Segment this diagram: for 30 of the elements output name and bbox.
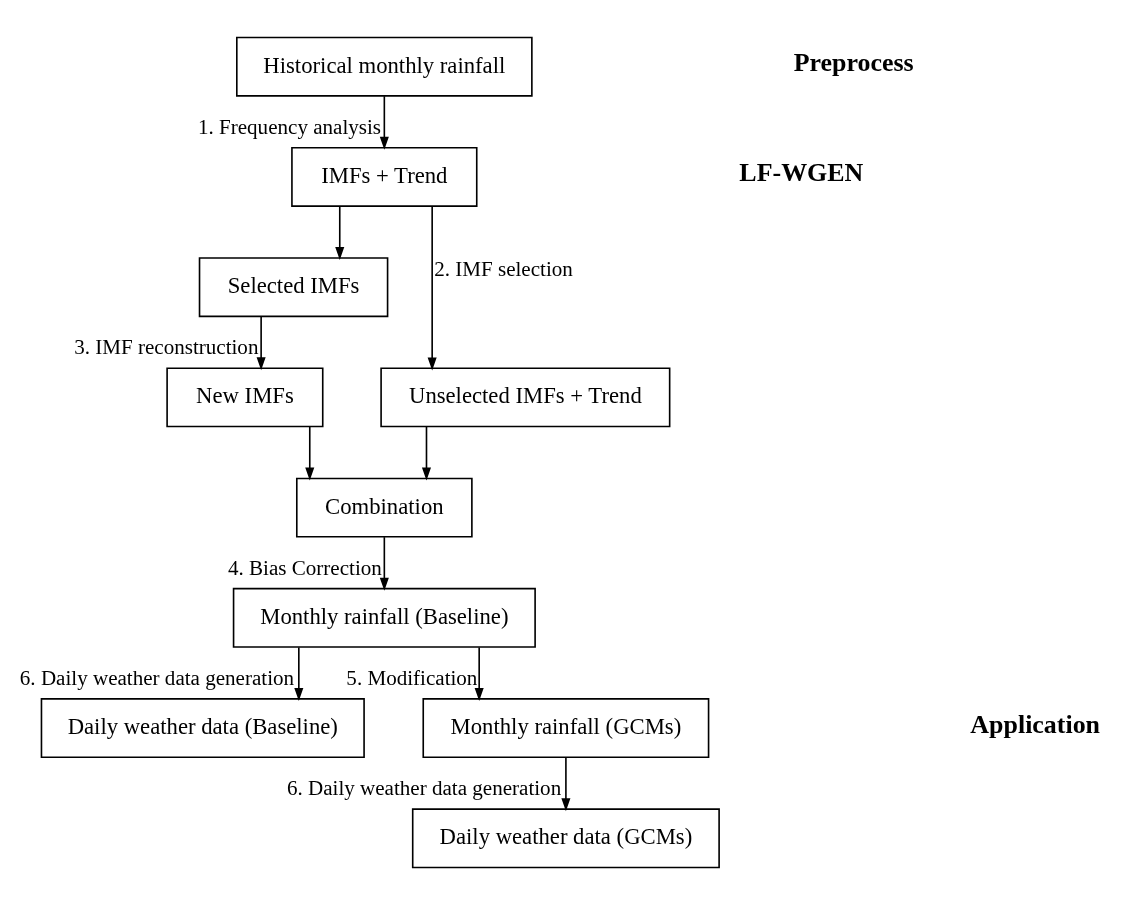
label: Preprocess — [793, 47, 914, 77]
arrow — [335, 205, 345, 260]
label: LF-WGEN — [739, 157, 864, 187]
edge-label: 3. IMF reconstruction — [74, 334, 259, 359]
arrow — [305, 425, 315, 480]
arrow — [474, 646, 484, 701]
arrow — [421, 425, 432, 480]
arrow — [427, 204, 437, 370]
node-box: New IMFs — [166, 366, 324, 427]
arrow — [379, 535, 389, 591]
label: Application — [970, 709, 1101, 739]
edge-label: 2. IMF selection — [434, 256, 573, 281]
arrow — [294, 646, 304, 701]
edge-label: 6. Daily weather data generation — [286, 775, 562, 800]
edge-label: 6. Daily weather data generation — [19, 665, 295, 690]
node-box: Historical monthly rainfall — [236, 36, 533, 97]
arrow — [561, 756, 571, 811]
edge-label: 5. Modification — [346, 665, 478, 690]
node-box: Selected IMFs — [198, 256, 389, 317]
node-box: Daily weather data (GCMs) — [411, 807, 720, 868]
edge-label: 4. Bias Correction — [227, 555, 382, 580]
node-box: Monthly rainfall (Baseline) — [232, 587, 536, 648]
node-box: IMFs + Trend — [291, 146, 478, 207]
node-box: Monthly rainfall (GCMs) — [422, 697, 710, 758]
arrow — [256, 315, 266, 370]
node-box: Unselected IMFs + Trend — [380, 366, 671, 427]
edge-label: 1. Frequency analysis — [197, 114, 382, 139]
node-box: Combination — [296, 477, 473, 538]
arrow — [379, 94, 389, 150]
node-box: Daily weather data (Baseline) — [40, 697, 365, 758]
